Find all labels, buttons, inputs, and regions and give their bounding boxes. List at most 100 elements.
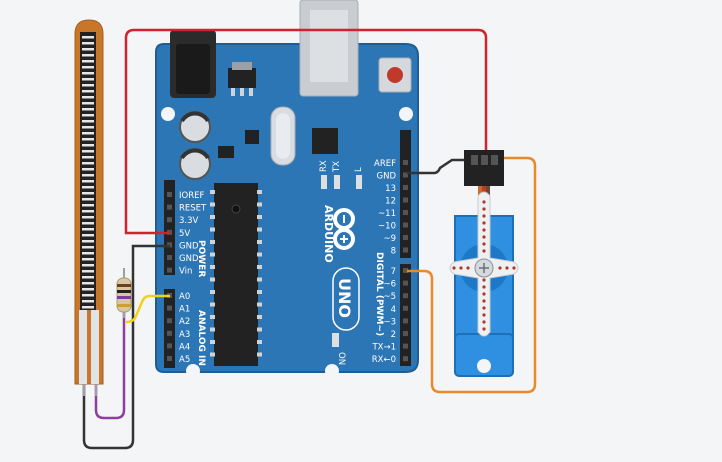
reset-button-cap[interactable] <box>387 67 403 83</box>
pin-2[interactable] <box>403 331 408 336</box>
regulator-pin <box>249 88 253 96</box>
pin-12[interactable] <box>403 197 408 203</box>
horn-hole <box>482 214 486 218</box>
flex-sensor[interactable] <box>74 19 104 396</box>
pin-label: Vin <box>179 267 192 277</box>
pin-8[interactable] <box>403 247 408 253</box>
mounting-hole <box>186 364 200 378</box>
pin-rx0[interactable] <box>403 356 408 362</box>
micro-servo[interactable] <box>449 150 519 377</box>
pin-a2[interactable] <box>167 318 172 324</box>
pin-gnd[interactable] <box>167 255 172 260</box>
horn-hole <box>482 200 486 204</box>
flex-stripe <box>82 66 94 69</box>
wire-gnd-servo-black[interactable] <box>407 158 472 175</box>
horn-hole <box>482 242 486 246</box>
wire-yellow-a0[interactable] <box>125 294 170 324</box>
chip-pin <box>257 302 262 307</box>
chip-pin <box>210 227 215 232</box>
flex-stripe <box>82 84 94 87</box>
pin-gnd[interactable] <box>403 172 408 178</box>
pin-a3[interactable] <box>167 330 172 336</box>
flex-stripe <box>82 282 94 285</box>
resistor-band <box>117 284 131 287</box>
voltage-regulator <box>228 68 256 88</box>
horn-hole <box>466 266 470 270</box>
pin-tx1[interactable] <box>403 343 408 349</box>
pin-ioref[interactable] <box>167 192 172 197</box>
pin-a4[interactable] <box>167 343 172 349</box>
flex-stripe <box>82 174 94 177</box>
header-pin-holes <box>167 160 408 362</box>
pin-5[interactable] <box>403 293 408 299</box>
pin-vin[interactable] <box>167 267 172 273</box>
arduino-uno-board[interactable]: RX TX L ARDUINO UNO ON IOREFRESET3.3V5VG… <box>155 0 419 378</box>
pin-label: 12 <box>385 197 396 207</box>
pin-33v[interactable] <box>167 217 172 223</box>
mounting-hole <box>325 364 339 378</box>
pin-label: 8 <box>391 247 396 257</box>
resistor[interactable] <box>116 268 132 318</box>
pin-label: ~3 <box>383 317 396 327</box>
horn-hole <box>452 266 456 270</box>
flex-stripe <box>82 126 94 129</box>
pin-9[interactable] <box>403 235 408 240</box>
flex-stripe <box>82 186 94 189</box>
chip-pin <box>210 202 215 207</box>
pin-a1[interactable] <box>167 305 172 311</box>
flex-stripe <box>82 162 94 165</box>
pin-label: 7 <box>391 267 396 277</box>
pin-label: GND <box>377 172 397 182</box>
pin-7[interactable] <box>403 268 408 273</box>
horn-hole <box>482 221 486 225</box>
chip-pin <box>257 352 262 357</box>
flex-stripe <box>82 156 94 159</box>
flex-stripe <box>82 198 94 201</box>
flex-sensor-lead <box>79 310 87 384</box>
pin-11[interactable] <box>403 210 408 215</box>
flex-stripe <box>82 306 94 309</box>
pin-13[interactable] <box>403 185 408 190</box>
wires <box>82 28 537 450</box>
chip-pin <box>210 327 215 332</box>
horn-hole <box>459 266 463 270</box>
horn-hole <box>482 207 486 211</box>
pin-aref[interactable] <box>403 160 408 165</box>
flex-stripe <box>82 246 94 249</box>
wire-orange-pin7[interactable] <box>407 156 537 394</box>
flex-stripe <box>82 120 94 123</box>
pin-label: A0 <box>179 292 190 302</box>
wire-5v-red[interactable] <box>124 28 488 235</box>
wire-purple[interactable] <box>94 310 126 420</box>
pin-label: GND <box>179 254 199 264</box>
pin-label: GND <box>179 241 199 251</box>
flex-stripe <box>82 54 94 57</box>
tx-label: TX <box>332 161 342 173</box>
pin-label: AREF <box>374 159 396 169</box>
pin-label: A2 <box>179 317 190 327</box>
power-header-label: POWER <box>196 240 206 277</box>
pin-6[interactable] <box>403 280 408 286</box>
chip-pin <box>210 277 215 282</box>
pin-3[interactable] <box>403 318 408 324</box>
usb-chip <box>312 128 338 154</box>
pin-label: ~10 <box>378 222 396 232</box>
horn-hole <box>512 266 516 270</box>
chip-pin <box>257 340 262 344</box>
flex-stripe <box>82 216 94 219</box>
header-pin-labels: IOREFRESET3.3V5VGNDGNDVinA0A1A2A3A4A5ARE… <box>179 159 396 365</box>
pin-a5[interactable] <box>167 356 172 361</box>
pin-reset[interactable] <box>167 204 172 210</box>
pin-10[interactable] <box>403 222 408 228</box>
horn-hole <box>482 285 486 289</box>
wire-gnd-black[interactable] <box>82 244 170 450</box>
flex-stripe <box>82 288 94 291</box>
chip-pin <box>257 227 262 232</box>
pin-label: ~9 <box>383 234 396 244</box>
flex-stripe <box>82 192 94 195</box>
model-label: UNO <box>335 278 354 318</box>
chip-pin <box>210 265 215 269</box>
pin-4[interactable] <box>403 305 408 311</box>
flex-stripe <box>82 252 94 255</box>
pin-label: 13 <box>385 184 396 194</box>
